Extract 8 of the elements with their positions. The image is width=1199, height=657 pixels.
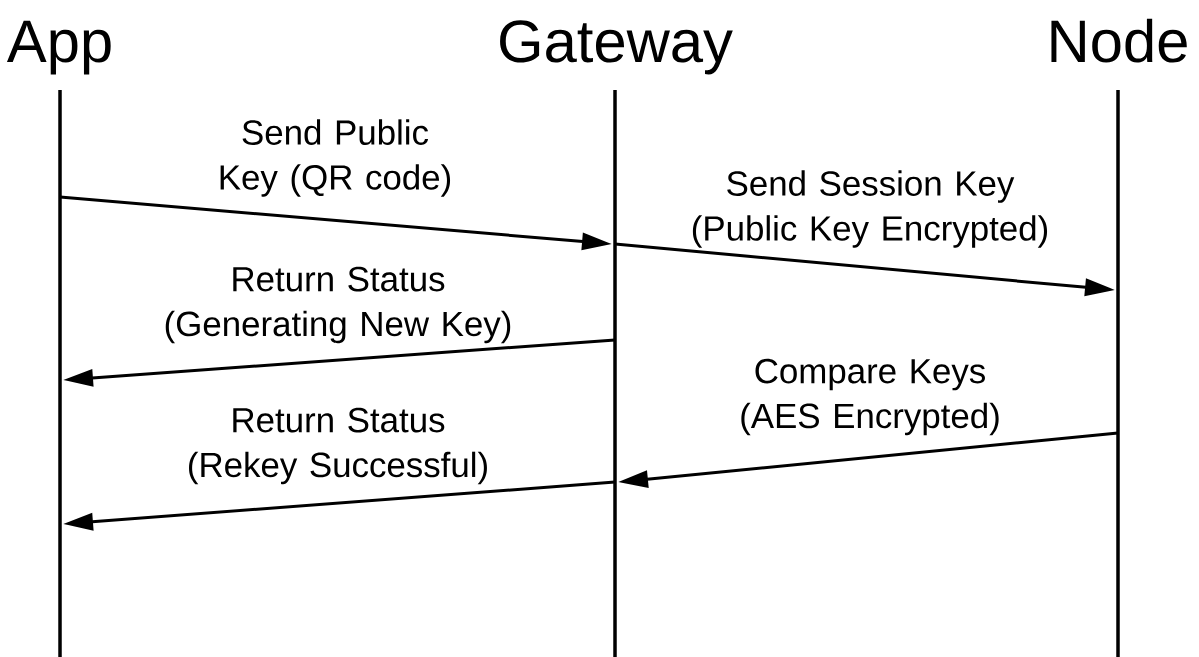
participant-label: Node: [1051, 18, 1187, 63]
message-label: Send Public Key (QR code): [220, 119, 451, 197]
message-label: Send Session Key (Public Key Encrypted): [692, 170, 1048, 248]
participant-label: Gateway: [500, 20, 733, 75]
message-label: Return Status (Generating New Key): [165, 266, 511, 344]
message-label: Return Status (Rekey Successful): [189, 407, 487, 485]
message-label: Compare Keys (AES Encrypted): [741, 358, 999, 436]
participant-label: App: [6, 20, 111, 75]
